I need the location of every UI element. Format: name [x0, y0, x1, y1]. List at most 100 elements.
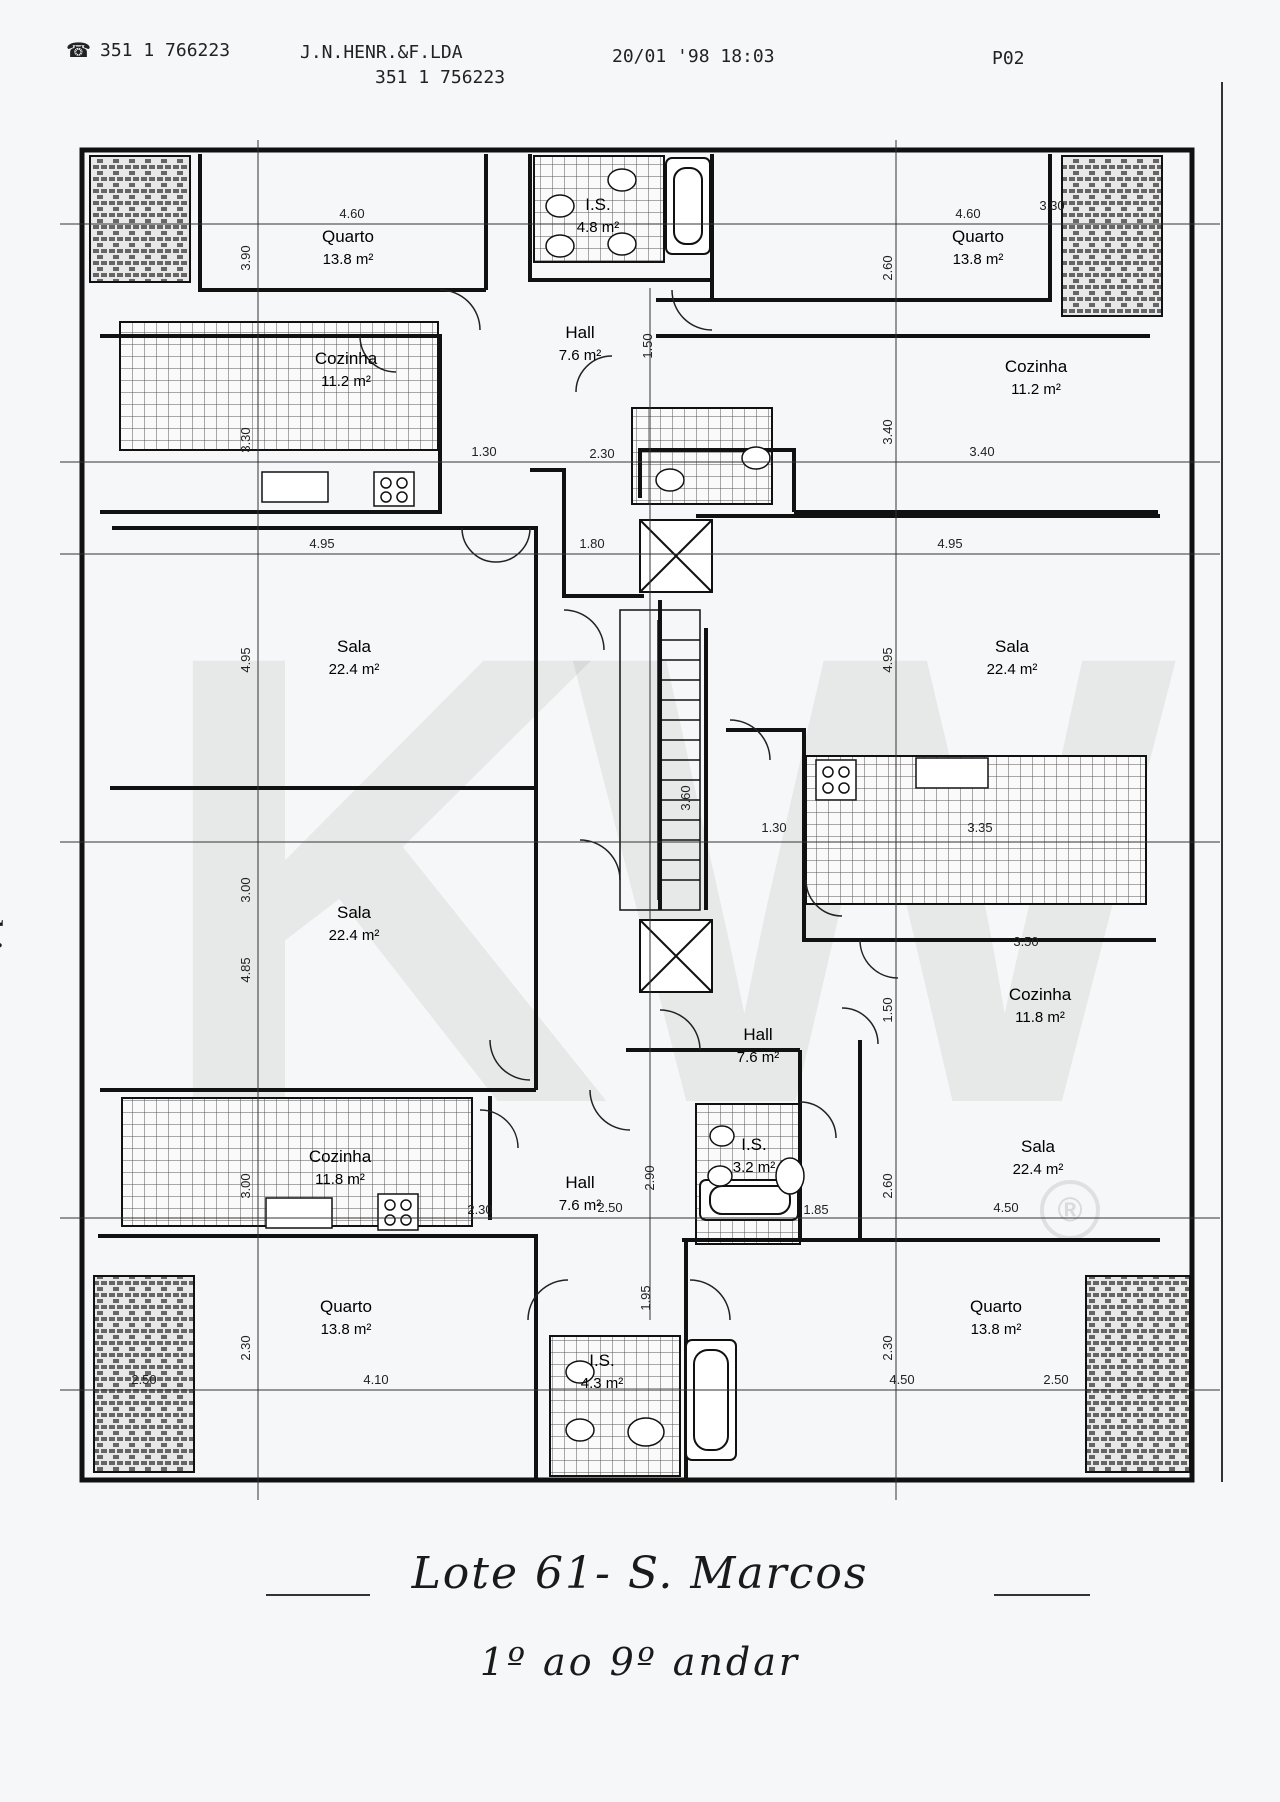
room-area: 7.6 m²	[559, 1197, 602, 1214]
dimension-label: 4.95	[309, 536, 334, 551]
room-label: Hall	[743, 1025, 772, 1044]
lift-shaft-top	[639, 519, 713, 593]
staircase	[619, 609, 701, 911]
page-edge-line	[1221, 82, 1223, 1482]
room-17: Quarto 13.8 m²	[970, 1297, 1022, 1338]
dimension-label: 4.50	[993, 1200, 1018, 1215]
room-label: Hall	[565, 1173, 594, 1192]
room-11: Cozinha 11.8 m²	[309, 1147, 372, 1188]
dimension-label: 3.00	[238, 877, 253, 902]
dimension-label: 1.95	[638, 1285, 653, 1310]
dimension-label: 3.30	[238, 427, 253, 452]
room-13: I.S. 3.2 m²	[733, 1135, 776, 1176]
room-16: I.S.4.3 m²	[581, 1351, 624, 1392]
caption-floors: 1º ao 9º andar	[479, 1640, 801, 1684]
room-area: 13.8 m²	[971, 1321, 1022, 1338]
room-label: Cozinha	[315, 349, 378, 368]
room-label: I.S.	[741, 1135, 767, 1154]
balcony-bottom-left	[93, 1275, 195, 1473]
dimension-label: 4.50	[889, 1372, 914, 1387]
room-15: Quarto 13.8 m²	[320, 1297, 372, 1338]
dimension-label: 4.85	[238, 957, 253, 982]
room-area: 13.8 m²	[321, 1321, 372, 1338]
room-7: Sala 22.4 m²	[987, 637, 1038, 678]
room-label: Sala	[337, 637, 372, 656]
dimension-label: 2.30	[589, 446, 614, 461]
room-label: Cozinha	[1009, 985, 1072, 1004]
room-area: 4.3 m²	[581, 1375, 624, 1392]
fax-datetime: 20/01 '98 18:03	[612, 46, 775, 67]
room-label: Sala	[995, 637, 1030, 656]
room-label: I.S.	[585, 195, 611, 214]
dimension-label: 2.60	[880, 1173, 895, 1198]
room-label: Quarto	[952, 227, 1004, 246]
room-label: Quarto	[322, 227, 374, 246]
room-10: Hall 7.6 m²	[737, 1025, 780, 1066]
fax-company: J.N.HENR.&F.LDA	[300, 42, 463, 63]
room-label: Cozinha	[1005, 357, 1068, 376]
dimension-label: 4.10	[363, 1372, 388, 1387]
room-area: 11.8 m²	[1015, 1009, 1065, 1026]
balcony-top-right	[1061, 155, 1163, 317]
dimension-label: 1.50	[880, 997, 895, 1022]
room-label: Quarto	[970, 1297, 1022, 1316]
room-1: I.S. 4.8 m²	[577, 195, 620, 236]
fax-page: P02	[992, 48, 1025, 69]
kitchen-tiles-top-left	[119, 321, 439, 451]
door-swings	[359, 289, 899, 1321]
floor-plan-drawing: Quarto 13.8 m² I.S. 4.8 m² Quarto 13.8 m² Hall…	[60, 140, 1220, 1500]
room-area: 22.4 m²	[1013, 1161, 1064, 1178]
dimension-label: 4.60	[955, 206, 980, 221]
room-area: 7.6 m²	[737, 1049, 780, 1066]
dimension-label: 3.35	[967, 820, 992, 835]
room-9: Cozinha 11.8 m²	[1009, 985, 1072, 1026]
fax-number: 351 1 756223	[375, 67, 506, 88]
dimension-label: 2.50	[597, 1200, 622, 1215]
room-area: 11.2 m²	[321, 373, 371, 390]
caption-dash-right	[994, 1594, 1090, 1596]
room-label: Sala	[1021, 1137, 1056, 1156]
dimension-label: 1.85	[803, 1202, 828, 1217]
bathtubs	[665, 157, 799, 1461]
dimension-label: 4.95	[880, 647, 895, 672]
room-area: 22.4 m²	[987, 661, 1038, 678]
sanitary-fixtures	[545, 168, 805, 1447]
floor-plan: Quarto 13.8 m² I.S. 4.8 m² Quarto 13.8 m² Hall…	[60, 140, 1220, 1500]
balcony-top-left	[89, 155, 191, 283]
room-5: Cozinha 11.2 m²	[1005, 357, 1068, 398]
dimension-label: 4.95	[937, 536, 962, 551]
dimension-lines	[60, 140, 1220, 1500]
room-area: 3.2 m²	[733, 1159, 776, 1176]
room-area: 11.2 m²	[1011, 381, 1061, 398]
dimension-label: 3.00	[238, 1173, 253, 1198]
lift-shaft-middle	[639, 919, 713, 993]
room-12: Hall 7.6 m²	[559, 1173, 602, 1214]
caption-lot: Lote 61- S. Marcos	[411, 1548, 869, 1599]
room-label: Sala	[337, 903, 372, 922]
room-area: 13.8 m²	[323, 251, 374, 268]
caption-dash-left	[266, 1594, 370, 1596]
dimension-label: 2.90	[642, 1165, 657, 1190]
room-label: Quarto	[320, 1297, 372, 1316]
room-area: 22.4 m²	[329, 661, 380, 678]
room-area: 11.8 m²	[315, 1171, 365, 1188]
room-area: 22.4 m²	[329, 927, 380, 944]
fax-phone-number: 351 1 766223	[100, 40, 231, 61]
dimension-label: 2.30	[467, 1202, 492, 1217]
dimension-label: 3.60	[678, 785, 693, 810]
room-14: Sala 22.4 m²	[1013, 1137, 1064, 1178]
dimension-label: 1.50	[640, 333, 655, 358]
room-area: 4.8 m²	[577, 219, 620, 236]
telephone-icon: ☎	[66, 38, 91, 62]
dimension-label: 3.30	[1039, 198, 1064, 213]
fax-header: ☎ 351 1 766223 J.N.HENR.&F.LDA 351 1 756…	[0, 0, 1280, 100]
bath-tiles-bottom	[549, 1335, 681, 1477]
room-8: Sala 22.4 m²	[329, 903, 380, 944]
dimension-label: 4.95	[238, 647, 253, 672]
dimension-label: 2.60	[880, 255, 895, 280]
room-area: 13.8 m²	[953, 251, 1004, 268]
dimension-label: 3.40	[969, 444, 994, 459]
dimension-label: 1.80	[579, 536, 604, 551]
room-label: Cozinha	[309, 1147, 372, 1166]
